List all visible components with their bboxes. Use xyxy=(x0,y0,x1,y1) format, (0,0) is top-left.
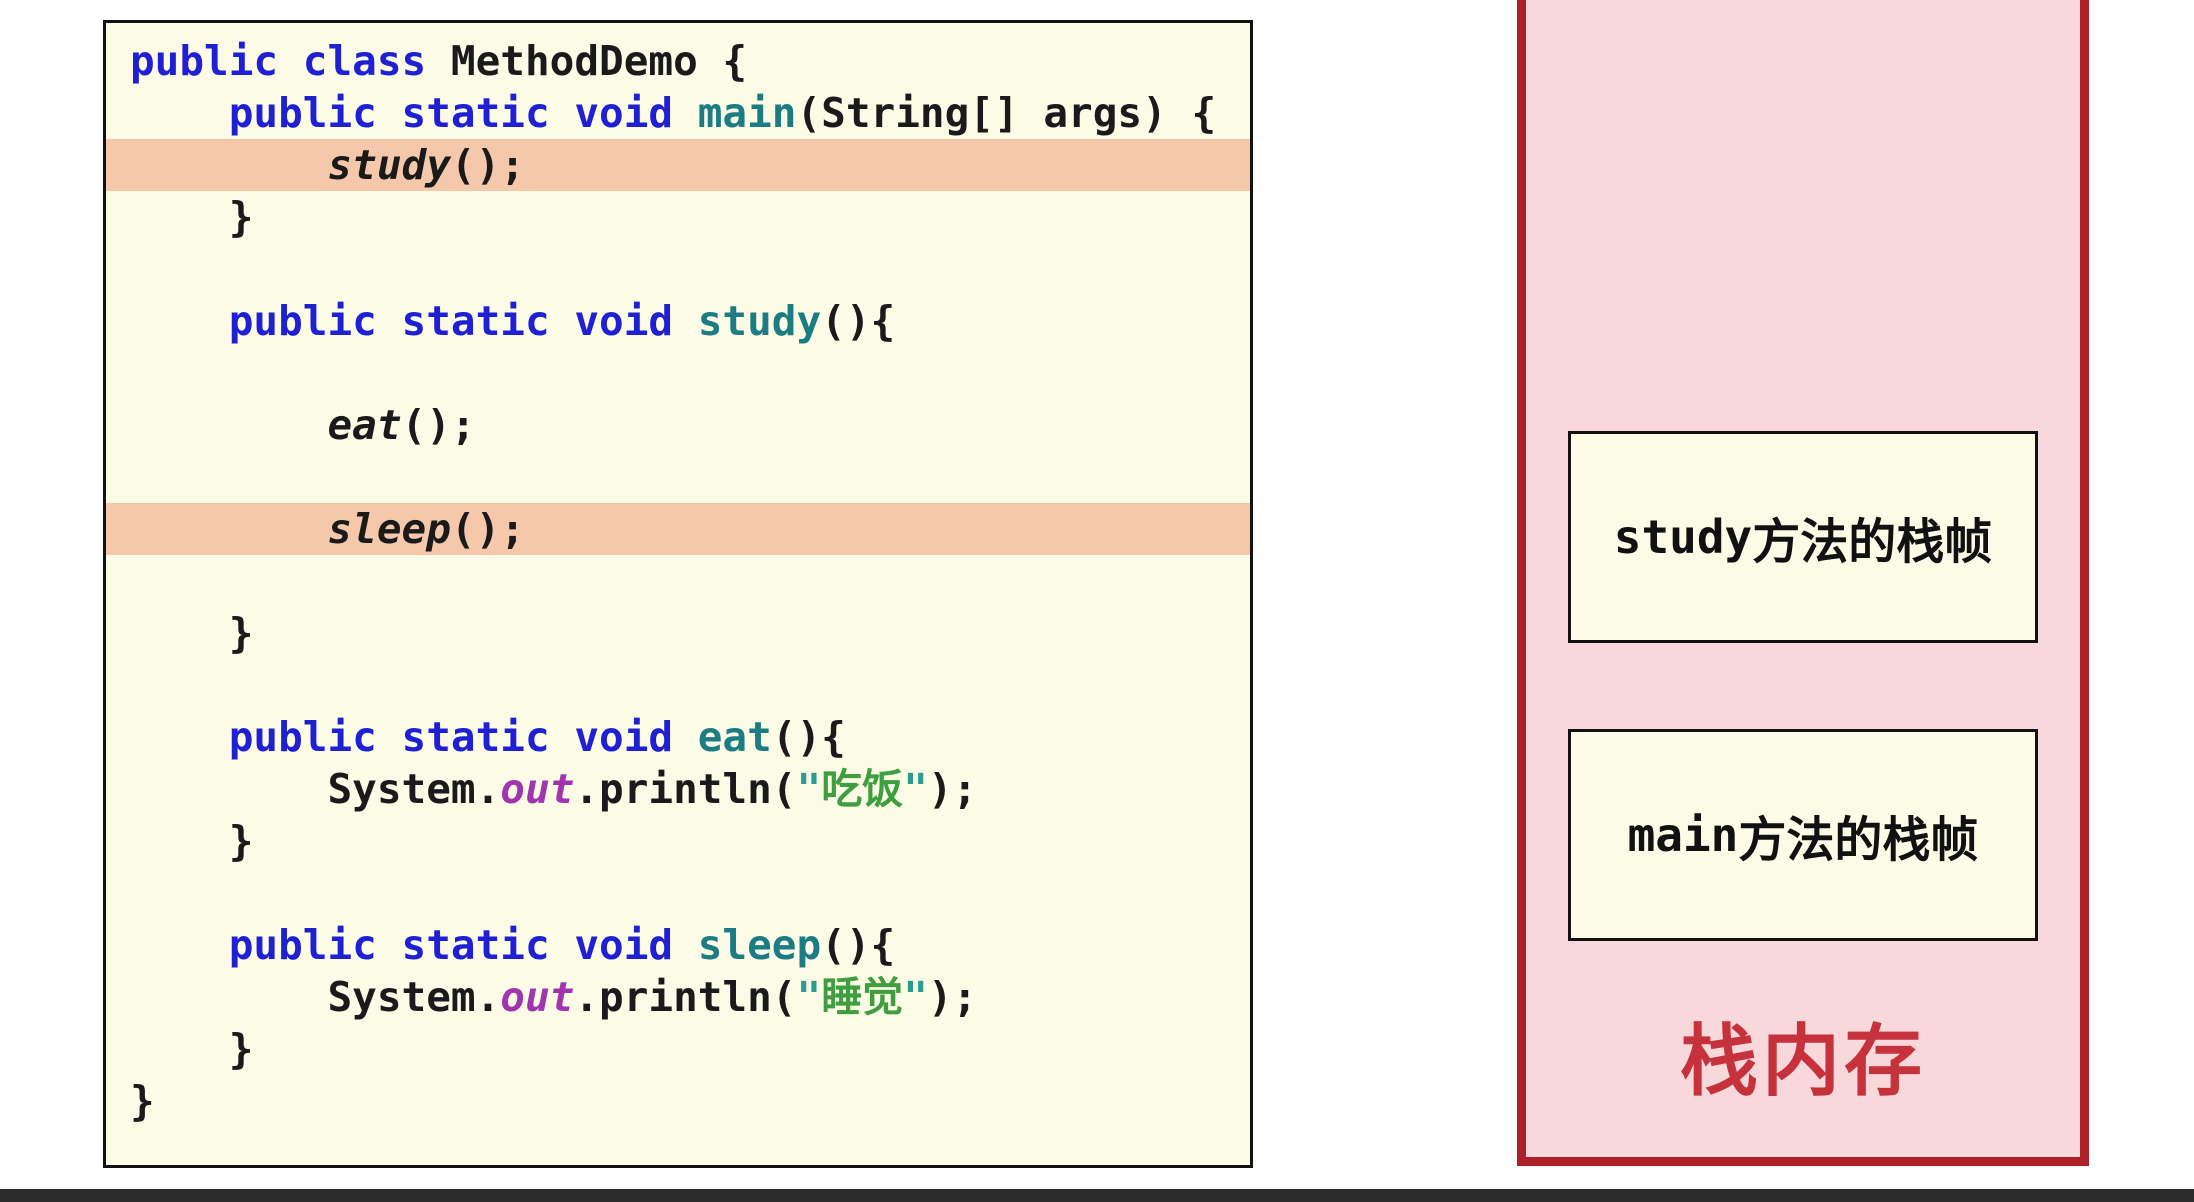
code-token-p xyxy=(130,921,229,969)
code-token-m: main xyxy=(697,89,797,137)
code-line xyxy=(106,867,1250,919)
code-token-p xyxy=(130,401,327,449)
code-token-sq: " xyxy=(796,765,822,813)
stack-frame-main-method: main xyxy=(1627,808,1739,862)
code-token-kw: public static void xyxy=(228,89,698,137)
code-line: } xyxy=(106,191,1250,243)
code-line: } xyxy=(106,1023,1250,1075)
code-token-field: out xyxy=(500,765,575,813)
code-token-p: (); xyxy=(450,505,525,553)
code-token-p: (String[] args) { xyxy=(796,89,1217,137)
code-line: public static void eat(){ xyxy=(106,711,1250,763)
code-token-p: .println( xyxy=(574,765,797,813)
code-token-m: study xyxy=(697,297,822,345)
code-token-sq: " xyxy=(903,765,928,813)
code-token-sq: " xyxy=(796,973,822,1021)
code-token-kw: public class xyxy=(130,37,451,85)
code-token-p xyxy=(130,713,229,761)
code-token-kw: public static void xyxy=(228,921,698,969)
code-token-p: (){ xyxy=(821,297,896,345)
code-token-p: .println( xyxy=(574,973,797,1021)
code-token-sc: 吃饭 xyxy=(821,765,904,813)
code-token-m: sleep xyxy=(697,921,822,969)
bottom-bar xyxy=(0,1189,2194,1202)
code-token-call: sleep xyxy=(327,505,451,553)
code-token-field: out xyxy=(500,973,575,1021)
code-token-p: } xyxy=(130,817,254,865)
code-line: } xyxy=(106,815,1250,867)
code-token-p: } xyxy=(130,609,254,657)
stack-frame-study-suffix: 方法的栈帧 xyxy=(1752,514,1993,570)
code-token-call: eat xyxy=(327,401,402,449)
code-token-sc: 睡觉 xyxy=(821,973,904,1021)
code-panel: public class MethodDemo { public static … xyxy=(103,20,1253,1168)
code-token-p: System. xyxy=(130,765,501,813)
code-line: System.out.println("吃饭"); xyxy=(106,763,1250,815)
code-token-p: System. xyxy=(130,973,501,1021)
code-token-p: (){ xyxy=(821,921,896,969)
code-line xyxy=(106,347,1250,399)
code-line xyxy=(106,243,1250,295)
code-token-kw: public static void xyxy=(228,297,698,345)
code-token-p: ); xyxy=(927,765,978,813)
code-token-p: MethodDemo { xyxy=(450,37,748,85)
code-token-p: (); xyxy=(401,401,476,449)
code-line: public static void main(String[] args) { xyxy=(106,87,1250,139)
code-line: public static void study(){ xyxy=(106,295,1250,347)
code-token-p xyxy=(130,297,229,345)
code-line: eat(); xyxy=(106,399,1250,451)
stack-frame-main-suffix: 方法的栈帧 xyxy=(1738,812,1979,868)
code-token-p: (){ xyxy=(771,713,846,761)
code-line xyxy=(106,451,1250,503)
code-line: public static void sleep(){ xyxy=(106,919,1250,971)
code-token-p xyxy=(130,505,327,553)
code-line: } xyxy=(106,1075,1250,1127)
code-token-m: eat xyxy=(697,713,772,761)
code-line: public class MethodDemo { xyxy=(106,35,1250,87)
code-token-sq: " xyxy=(903,973,928,1021)
code-token-call: study xyxy=(327,141,451,189)
code-line-highlighted: sleep(); xyxy=(106,503,1250,555)
code-token-p xyxy=(130,141,327,189)
code-token-p xyxy=(130,89,229,137)
stack-frame-study-method: study xyxy=(1613,510,1753,564)
code-token-p: } xyxy=(130,1025,254,1073)
code-token-p: ); xyxy=(927,973,978,1021)
stack-memory-label: 栈内存 xyxy=(1679,1017,1926,1107)
code-line: } xyxy=(106,607,1250,659)
code-line-highlighted: study(); xyxy=(106,139,1250,191)
code-line xyxy=(106,555,1250,607)
code-token-p: } xyxy=(130,1077,155,1125)
code-token-p: (); xyxy=(450,141,525,189)
code-token-kw: public static void xyxy=(228,713,698,761)
code-line: System.out.println("睡觉"); xyxy=(106,971,1250,1023)
code-token-p: } xyxy=(130,193,254,241)
code-line xyxy=(106,659,1250,711)
